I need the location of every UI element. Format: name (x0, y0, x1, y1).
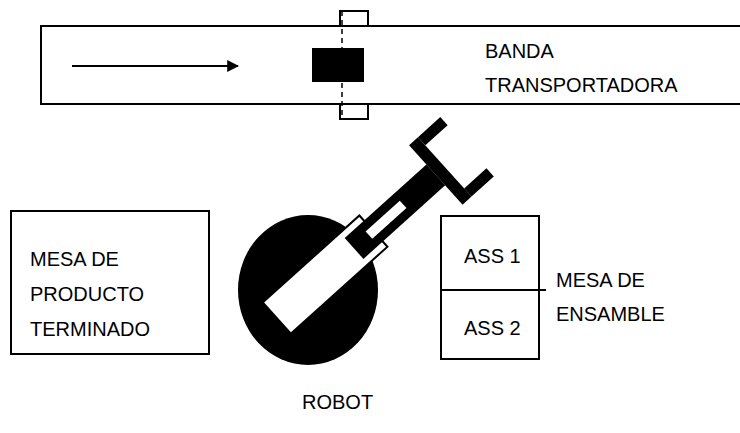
robot-arm (250, 117, 494, 348)
robot-base: ROBOT (238, 215, 378, 365)
assembly-station: ASS 1 (442, 217, 546, 289)
flow-arrow (72, 65, 238, 67)
sensor-top (340, 11, 368, 26)
node-label: ROBOT (302, 385, 378, 419)
node-label: ASS 1 (464, 239, 546, 273)
finished-product-table: MESA DE PRODUCTO TERMINADO (10, 210, 210, 355)
node-label: MESA DE ENSAMBLE (556, 263, 686, 331)
conveyor-band: BANDA TRANSPORTADORA (40, 25, 740, 105)
assembly-station: ASS 2 (442, 289, 546, 358)
part-on-belt (312, 48, 364, 82)
node-label: ASS 2 (464, 311, 546, 345)
assembly-table: MESA DE ENSAMBLEASS 1ASS 2 (440, 215, 540, 360)
robot-figure (238, 215, 378, 365)
node-label: MESA DE PRODUCTO TERMINADO (30, 242, 190, 347)
node-label: BANDA TRANSPORTADORA (485, 34, 685, 102)
sensor-bottom (340, 104, 368, 119)
